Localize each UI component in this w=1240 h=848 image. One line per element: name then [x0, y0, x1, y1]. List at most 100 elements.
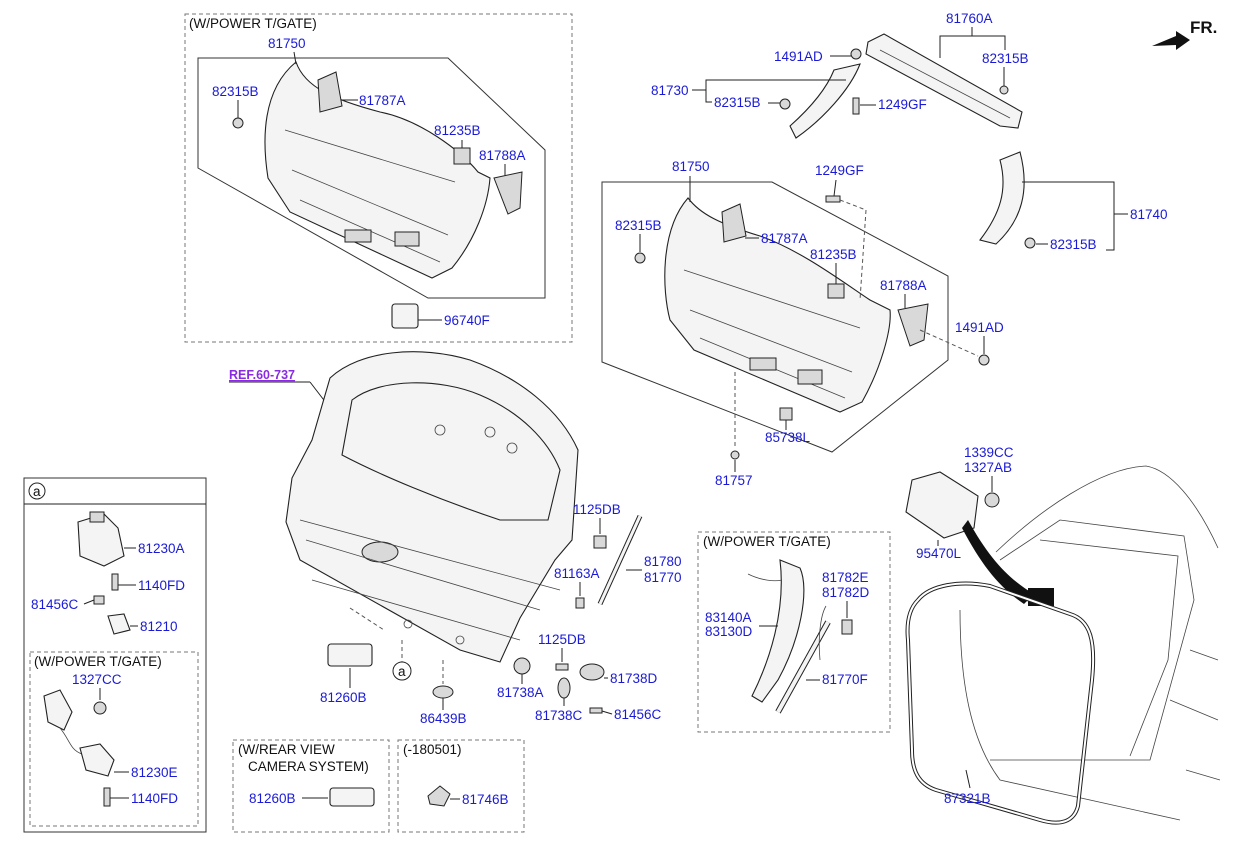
- label-81210: 81210: [140, 619, 178, 634]
- screw-81456C-l-icon: [93, 595, 105, 605]
- label-82315B-r1: 82315B: [982, 51, 1029, 66]
- bolt-1140FD-a-icon: [111, 573, 119, 591]
- clip-1491AD-mid-icon: [978, 354, 990, 366]
- label-81770F: 81770F: [822, 672, 868, 687]
- module-96740F-icon: [391, 303, 419, 329]
- power-tailgate-box-left-title: (W/POWER T/GATE): [34, 654, 162, 669]
- tailgate-glass-opening-icon: [341, 382, 561, 521]
- bumper-81738A-icon: [513, 657, 531, 675]
- trim-piece-81787A-mid-icon: [721, 203, 747, 243]
- detail-a-group: a 81230A 1140FD 81456C 81210 (W/POWER T/…: [23, 477, 207, 833]
- label-81163A: 81163A: [554, 566, 600, 581]
- trim-81740-icon: [979, 151, 1025, 245]
- reference-label: REF.60-737: [229, 368, 295, 382]
- label-1491AD-top: 1491AD: [774, 49, 823, 64]
- clip-1491AD-top-icon: [850, 48, 862, 60]
- switch-81782E-icon: [841, 619, 853, 635]
- label-81750-mid: 81750: [672, 159, 710, 174]
- camera-handle-81260B-icon: [329, 787, 375, 807]
- upper-trim-group: 81760A 1491AD 82315B 81730 82315B 1249GF: [651, 11, 1029, 139]
- power-tailgate-box-left: [29, 651, 199, 827]
- label-1491AD-mid: 1491AD: [955, 320, 1004, 335]
- label-1140FD-b: 1140FD: [131, 791, 178, 806]
- rear-camera-box-title-2: CAMERA SYSTEM): [248, 759, 369, 774]
- clip-81746B-icon: [427, 785, 451, 807]
- rear-camera-group: (W/REAR VIEW CAMERA SYSTEM) 81260B: [232, 739, 390, 833]
- label-1125DB-a: 1125DB: [573, 502, 621, 517]
- latch-motor-icon: [43, 689, 73, 731]
- trim-81760A-icon: [865, 33, 1023, 129]
- bracket-81235B-icon: [453, 147, 471, 165]
- label-81230E: 81230E: [131, 765, 178, 780]
- rear-camera-box-title-1: (W/REAR VIEW: [238, 742, 335, 757]
- label-82315B-top: 82315B: [212, 84, 259, 99]
- trim-piece-81788A-icon: [493, 171, 523, 215]
- bolt-1125DB-b-icon: [555, 663, 569, 671]
- label-81750-top: 81750: [268, 36, 306, 51]
- label-81782D: 81782D: [822, 585, 870, 600]
- trim-outline-mid: [601, 181, 949, 453]
- label-83140A: 83140A: [705, 610, 752, 625]
- label-81787A-mid: 81787A: [761, 231, 808, 246]
- label-81235B-mid: 81235B: [810, 247, 857, 262]
- grommet-1327CC-icon: [93, 701, 107, 715]
- label-81782E: 81782E: [822, 570, 869, 585]
- date-code-box: [397, 739, 525, 833]
- front-direction-label: FR.: [1190, 18, 1217, 37]
- bumper-81738C-icon: [557, 677, 571, 699]
- label-81780: 81780: [644, 554, 682, 569]
- trim-panel-top-icon: [264, 61, 491, 279]
- clip-82315B-icon: [232, 117, 244, 129]
- label-81230A: 81230A: [138, 541, 185, 556]
- label-81787A-top: 81787A: [359, 93, 406, 108]
- bumper-81738D-icon: [579, 663, 605, 681]
- bolt-1249GF-top-icon: [852, 97, 860, 115]
- rear-camera-box: [232, 739, 390, 833]
- label-1140FD-a: 1140FD: [138, 578, 185, 593]
- label-82315B-mid: 82315B: [615, 218, 662, 233]
- lower-center-parts: 81260B 86439B 81738A 1125DB 81780 81770 …: [320, 502, 682, 726]
- clip-82315B-mid-icon: [634, 252, 646, 264]
- label-95470L: 95470L: [916, 546, 962, 561]
- front-arrow-icon: [1152, 31, 1190, 50]
- spindle-83140A-icon: [751, 559, 805, 703]
- detail-a-box: [23, 477, 207, 833]
- module-95470L-icon: [905, 471, 979, 539]
- bolt-1249GF-mid-icon: [825, 195, 841, 203]
- callout-a-body-label: a: [398, 664, 406, 679]
- tailgate-body: REF.60-737 a: [229, 351, 579, 681]
- label-81456C-r: 81456C: [614, 707, 662, 722]
- screw-81456C-r-icon: [589, 707, 603, 714]
- label-81757: 81757: [715, 473, 753, 488]
- latch-81230E-icon: [79, 743, 115, 777]
- callout-a-detail-label: a: [33, 484, 41, 499]
- label-81235B-top: 81235B: [434, 123, 481, 138]
- label-83130D: 83130D: [705, 624, 753, 639]
- label-1339CC: 1339CC: [964, 445, 1014, 460]
- side-trim-group: 81740 82315B: [979, 151, 1168, 252]
- date-code-box-title: (-180501): [403, 742, 462, 757]
- label-1125DB-b: 1125DB: [538, 632, 586, 647]
- clip-82315B-r2-icon: [779, 98, 791, 110]
- clip-81757-icon: [730, 450, 740, 460]
- location-pointer-icon: [962, 520, 1034, 604]
- label-81730: 81730: [651, 83, 689, 98]
- bolt-1125DB-a-icon: [593, 535, 607, 549]
- bracket-81163A-icon: [575, 597, 585, 609]
- label-82315B-r3: 82315B: [1050, 237, 1097, 252]
- label-81770: 81770: [644, 570, 682, 585]
- power-tailgate-box-top-title: (W/POWER T/GATE): [189, 16, 317, 31]
- label-81738A: 81738A: [497, 685, 544, 700]
- label-81738C: 81738C: [535, 708, 583, 723]
- clip-82315B-r3-icon: [1024, 237, 1036, 249]
- front-direction-indicator: FR.: [1152, 18, 1217, 50]
- label-1327CC: 1327CC: [72, 672, 122, 687]
- label-96740F: 96740F: [444, 313, 490, 328]
- label-81738D: 81738D: [610, 671, 658, 686]
- power-tailgate-box-mid-title: (W/POWER T/GATE): [703, 534, 831, 549]
- label-1249GF-mid: 1249GF: [815, 163, 864, 178]
- label-82315B-r2: 82315B: [714, 95, 761, 110]
- striker-81210-icon: [107, 613, 131, 635]
- label-81260B-cam: 81260B: [249, 791, 296, 806]
